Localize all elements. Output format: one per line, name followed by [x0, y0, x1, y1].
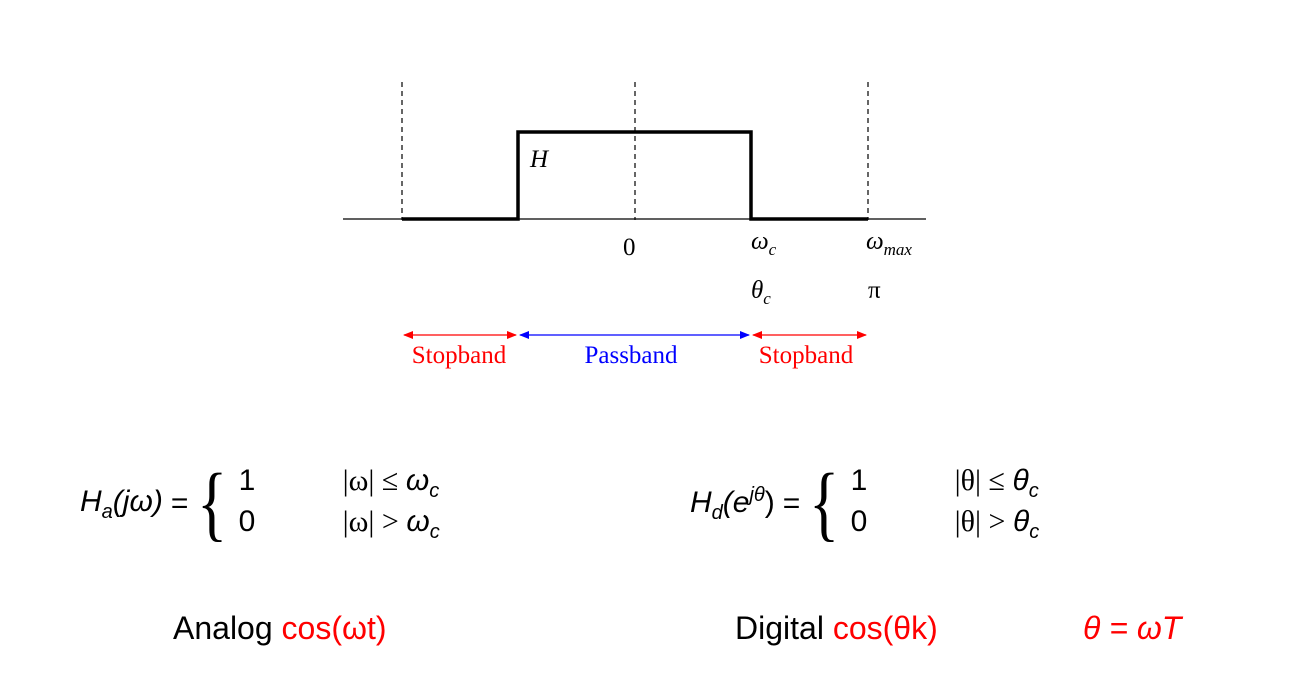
- analog-caption: Analog cos(ωt): [173, 610, 387, 647]
- analog-cases: 1 |ω| ≤ ωc 0 |ω| > ωc: [239, 464, 440, 544]
- digital-case1-condition: |θ| ≤ θc: [954, 464, 1039, 502]
- digital-equals: =: [782, 487, 801, 520]
- digital-brace: {: [809, 457, 840, 550]
- digital-response-equation: Hd(ejθ) = { 1 |θ| ≤ θc 0 |θ| > θc: [690, 462, 1039, 546]
- tick-zero: 0: [623, 234, 636, 261]
- analog-response-equation: Ha(jω) = { 1 |ω| ≤ ωc 0 |ω| > ωc: [80, 462, 440, 546]
- digital-case2-value: 0: [850, 505, 868, 538]
- stopband-label-left: Stopband: [412, 342, 507, 369]
- analog-lhs: Ha(jω): [80, 484, 163, 523]
- digital-caption-label: Digital: [735, 610, 824, 646]
- analog-case1-condition: |ω| ≤ ωc: [342, 464, 440, 502]
- tick-omega-max: ωmax: [866, 228, 912, 259]
- tick-omega-c: ωc: [751, 228, 777, 259]
- digital-case2-condition: |θ| > θc: [954, 505, 1040, 543]
- passband-label: Passband: [584, 342, 678, 369]
- digital-lhs: Hd(ejθ): [690, 483, 775, 524]
- stopband-label-right: Stopband: [759, 342, 854, 369]
- filter-response-curve: [402, 130, 868, 221]
- analog-case2-value: 0: [238, 505, 256, 538]
- analog-brace: {: [197, 457, 228, 550]
- analog-case1-value: 1: [238, 464, 256, 497]
- analog-case2-condition: |ω| > ωc: [342, 505, 440, 543]
- filter-response-diagram: H 0 ωc ωmax θc π Stopband Passband Stopb…: [343, 82, 926, 369]
- tick-theta-c: θc: [751, 277, 771, 308]
- digital-cases: 1 |θ| ≤ θc 0 |θ| > θc: [851, 464, 1040, 544]
- sampling-relation: θ = ωT: [1083, 610, 1182, 646]
- analog-equals: =: [170, 487, 189, 520]
- filter-label: H: [529, 146, 550, 173]
- digital-signal: cos(θk): [832, 610, 938, 646]
- digital-caption: Digital cos(θk): [735, 610, 938, 647]
- analog-caption-label: Analog: [173, 610, 273, 646]
- digital-case1-value: 1: [850, 464, 868, 497]
- analog-signal: cos(ωt): [281, 610, 387, 646]
- tick-pi: π: [868, 277, 881, 304]
